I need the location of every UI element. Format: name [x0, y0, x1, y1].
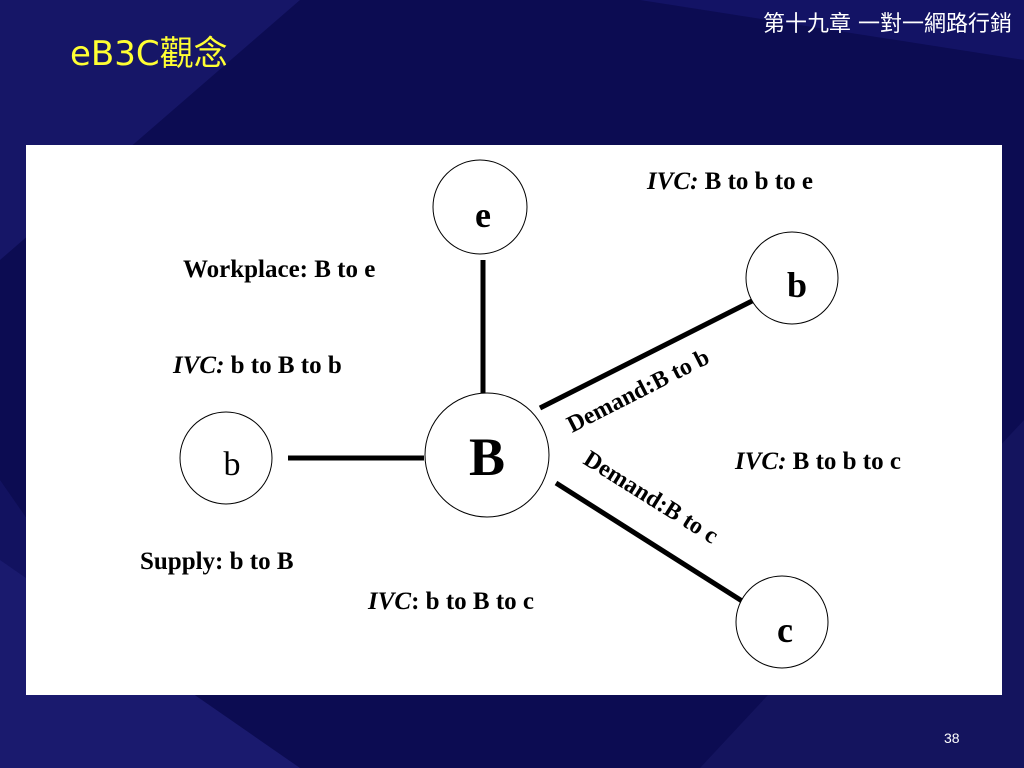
supply-label: Supply: b to B	[140, 548, 294, 575]
diagram-panel: B e b b c IVC: B to b to e Workplace: B …	[26, 145, 1002, 695]
edge-B-c	[554, 480, 744, 604]
node-c: c	[735, 575, 829, 669]
ivc-b-B-b: IVC: b to B to b	[172, 352, 342, 379]
demand-c-label: Demand:B to c	[579, 446, 723, 549]
node-B-label: B	[469, 427, 505, 487]
ivc-b-B-c: IVC: b to B to c	[367, 588, 534, 615]
node-b-right-label: b	[787, 265, 807, 305]
slide-title: eB3C觀念	[70, 34, 228, 74]
ivc-B-b-e: IVC: B to b to e	[646, 168, 813, 195]
node-c-label: c	[777, 610, 793, 650]
node-e-label: e	[475, 195, 491, 235]
page-number: 38	[944, 730, 960, 746]
node-e: e	[432, 159, 528, 255]
node-B: B	[424, 392, 550, 518]
node-b-left: b	[179, 411, 273, 505]
workplace-label: Workplace: B to e	[183, 256, 375, 283]
ivc-B-b-c: IVC: B to b to c	[734, 448, 901, 475]
chapter-title: 第十九章 一對一網路行銷	[763, 12, 1012, 37]
node-b-right: b	[745, 231, 839, 325]
node-b-left-label: b	[224, 446, 241, 483]
edge-B-b-right	[538, 297, 756, 411]
eb3c-diagram: B e b b c IVC: B to b to e Workplace: B …	[140, 159, 901, 669]
